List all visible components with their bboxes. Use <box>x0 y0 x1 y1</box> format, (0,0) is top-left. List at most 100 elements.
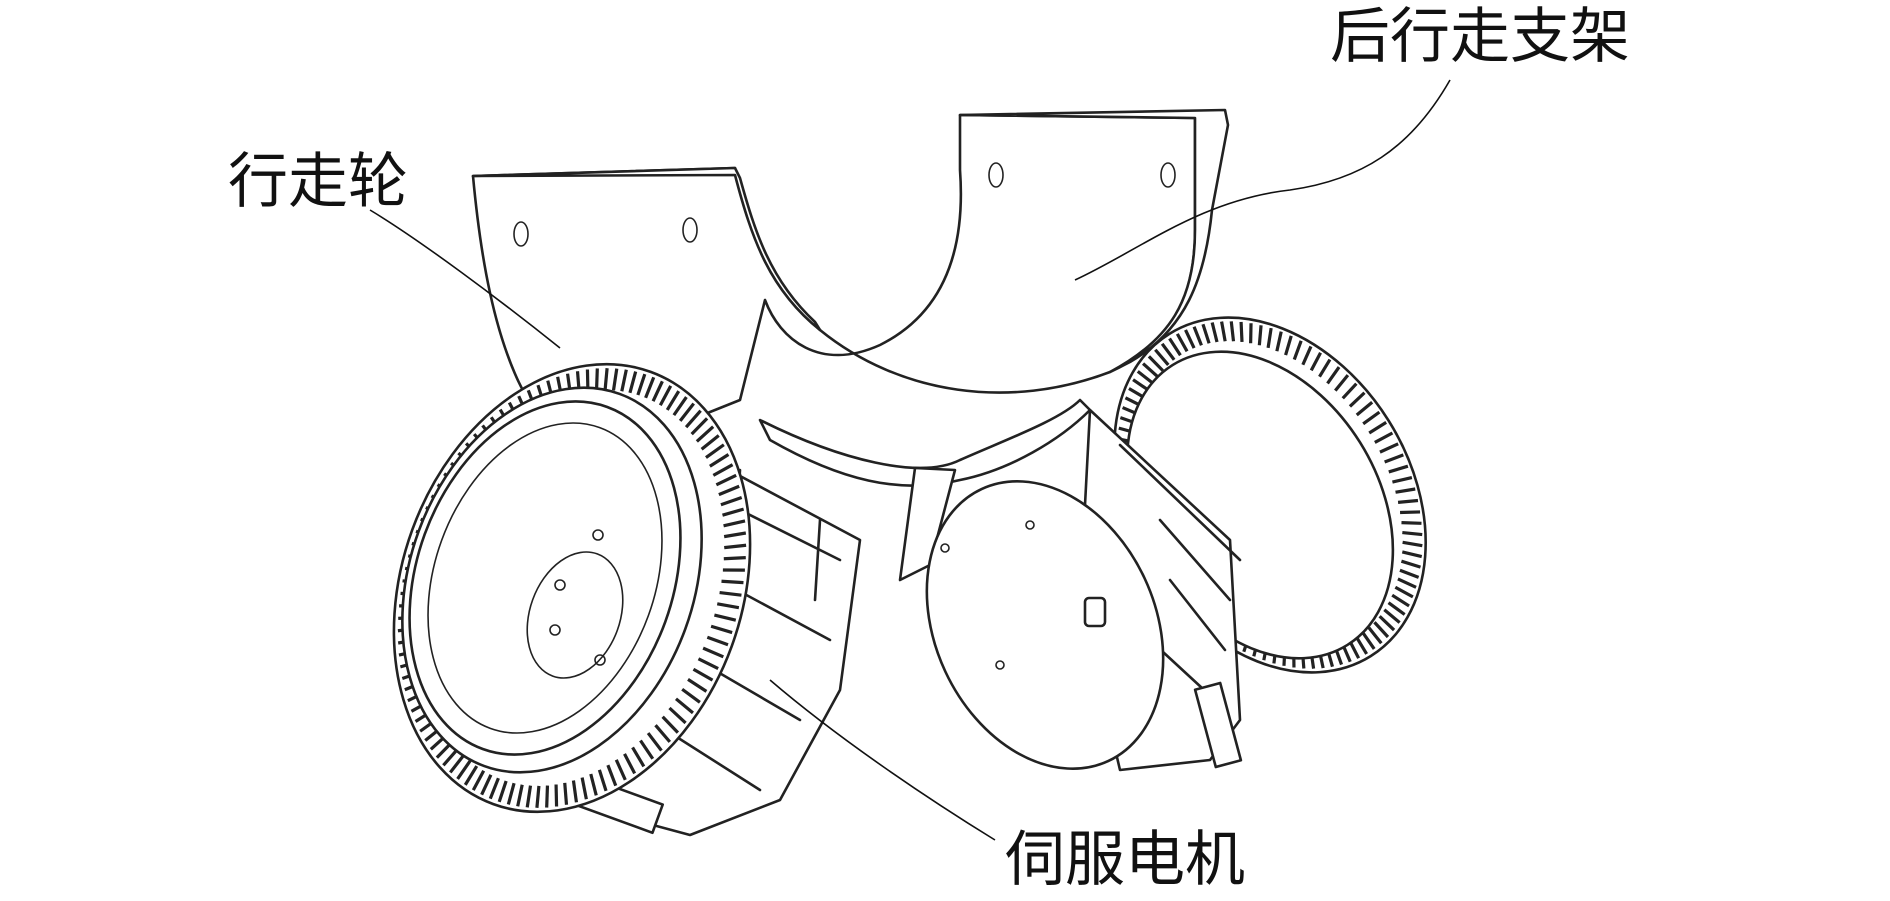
wheel-tooth <box>1361 631 1376 650</box>
wheel-tooth <box>1275 331 1283 352</box>
wheel-tooth <box>697 657 719 671</box>
wheel-tooth <box>716 602 740 610</box>
label-rear-walking-bracket: 后行走支架 <box>1330 2 1630 72</box>
wheel-tooth <box>690 417 709 436</box>
wheel-tooth <box>1154 348 1170 367</box>
wheel-tooth <box>463 765 479 786</box>
wheel-tooth <box>1373 621 1390 639</box>
wheel-tooth <box>1383 608 1401 624</box>
wheel-tooth <box>1184 329 1196 349</box>
wheel-tooth <box>720 496 743 507</box>
mount-hole <box>513 221 529 247</box>
wheel-tooth <box>674 697 694 715</box>
wheel-tooth <box>1147 355 1165 372</box>
wheel-tooth <box>631 746 646 768</box>
wheel-tooth <box>597 769 608 792</box>
wheel-tooth <box>1309 351 1322 372</box>
wheel-tooth <box>1266 327 1273 349</box>
wheel-tooth <box>1284 335 1293 356</box>
wheel-tooth <box>722 507 745 517</box>
wheel-tooth <box>456 759 472 780</box>
mount-hole <box>682 217 698 243</box>
wheel-tooth <box>516 784 524 807</box>
mount-hole <box>1160 162 1176 188</box>
wheel-tooth <box>589 773 598 796</box>
mount-hole <box>988 162 1004 188</box>
wheel-tooth <box>603 368 609 391</box>
wheel-tooth <box>1142 362 1160 379</box>
wheel-tooth <box>1160 342 1176 361</box>
wheel-tooth <box>1378 615 1396 632</box>
left-wheel-assembly <box>392 362 862 837</box>
wheel-tooth <box>506 782 516 805</box>
wheel-tooth <box>714 613 737 622</box>
wheel-tooth <box>488 777 500 800</box>
wheel-tooth <box>1334 374 1350 392</box>
wheel-tooth <box>724 543 747 550</box>
wheel-tooth <box>1136 370 1155 385</box>
wheel-tooth <box>623 753 637 775</box>
wheel-tooth <box>723 519 746 528</box>
wheel-tooth <box>1379 442 1399 454</box>
wheel-tooth <box>525 785 533 808</box>
wheel-tooth <box>1397 577 1417 589</box>
wheel-tooth <box>646 732 663 752</box>
wheel-tooth <box>723 531 747 539</box>
wheel-tooth <box>611 368 619 391</box>
wheel-tooth <box>1374 431 1394 444</box>
wheel-tooth <box>1301 345 1313 366</box>
leader-servo-motor <box>769 679 996 841</box>
wheel-tooth <box>1395 487 1416 494</box>
wheel-tooth <box>1341 382 1358 400</box>
wheel-tooth <box>1384 453 1404 464</box>
wheel-tooth <box>545 785 550 808</box>
wheel-tooth <box>1318 358 1332 378</box>
wheel-tooth <box>1402 530 1423 537</box>
wheel-tooth <box>1392 475 1413 484</box>
wheel-tooth <box>1175 333 1189 353</box>
wheel-tooth <box>658 385 673 407</box>
wheel-tooth <box>1355 400 1374 417</box>
wheel-tooth <box>563 782 569 805</box>
label-servo-motor: 伺服电机 <box>1005 825 1245 895</box>
wheel-tooth <box>1394 585 1414 599</box>
wheel-tooth <box>1387 601 1406 616</box>
wheel-tooth <box>654 724 672 743</box>
wheel-tooth <box>606 764 618 787</box>
wheel-tooth <box>480 774 493 796</box>
wheel-tooth <box>636 373 647 396</box>
wheel-tooth <box>1201 323 1211 344</box>
wheel-tooth <box>672 396 688 417</box>
wheel-tooth <box>668 706 687 725</box>
wheel-tooth <box>1397 498 1419 504</box>
wheel-tooth <box>665 390 681 411</box>
wheel-tooth <box>1402 540 1423 548</box>
wheel-tooth <box>681 687 701 704</box>
wheel-tooth <box>1400 510 1421 515</box>
wheel-tooth <box>1401 550 1423 559</box>
wheel-tooth <box>594 368 599 391</box>
wheel-tooth <box>1362 410 1381 426</box>
leader-rear-walking-bracket <box>1074 79 1451 281</box>
wheel-tooth <box>712 463 734 477</box>
wheel-tooth <box>1368 421 1388 435</box>
wheel-tooth <box>695 425 715 443</box>
leader-walking-wheel <box>369 209 561 349</box>
wheel-tooth <box>1354 635 1369 655</box>
motor-end-face <box>925 480 1165 770</box>
wheel-tooth <box>1168 337 1182 357</box>
wheel-tooth <box>614 759 627 781</box>
wheel-tooth <box>709 453 730 468</box>
wheel-tooth <box>718 484 740 497</box>
wheel-tooth <box>702 646 724 659</box>
wheel-tooth <box>710 624 733 635</box>
wheel-tooth <box>1229 321 1236 342</box>
wheel-tooth <box>1367 626 1383 645</box>
wheel-tooth <box>687 678 708 693</box>
wheel-tooth <box>692 667 714 682</box>
label-walking-wheel: 行走轮 <box>228 147 408 217</box>
wheel-tooth <box>700 434 720 451</box>
wheel-tooth <box>571 780 579 803</box>
wheel-tooth <box>1401 520 1422 525</box>
